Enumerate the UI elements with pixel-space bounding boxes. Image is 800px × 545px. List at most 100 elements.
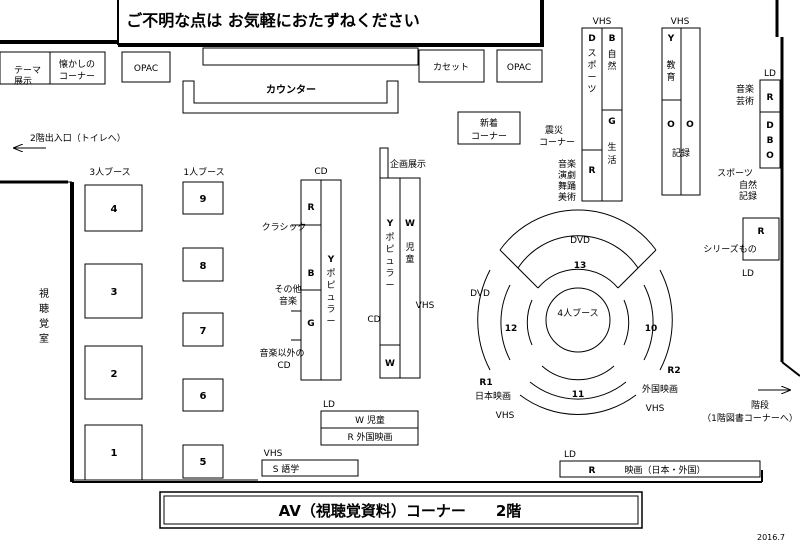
other-music-label-1: その他: [274, 283, 301, 295]
exhibit-pop-5: ー: [385, 281, 394, 291]
exhibit-letter-w: W: [405, 219, 415, 229]
ld-right-letter-d: D: [766, 121, 773, 131]
music-label-3: 舞踊: [558, 181, 576, 192]
single-booths: 9 8 7 6 5: [182, 181, 224, 479]
three-person-booth-label: 3人ブース: [89, 166, 130, 178]
av-room-char-1: 視: [39, 287, 49, 300]
classic-label: クラシック: [262, 222, 307, 233]
music-arts-2: 芸術: [736, 95, 754, 107]
exhibit-cd-label: CD: [367, 315, 380, 325]
theme-label-1: テーマ: [14, 65, 41, 76]
dvd-top-label: DVD: [570, 236, 590, 246]
booth-1: [84, 424, 143, 481]
exhibit-pop-1: ポ: [385, 232, 394, 243]
ld-right-letter-b: B: [767, 136, 774, 146]
vhs1-nature-2: 然: [607, 60, 616, 72]
booth-3-number: 3: [111, 287, 118, 298]
booth-7-number: 7: [200, 326, 207, 337]
music-label-1: 音楽: [558, 158, 576, 170]
dvd-12: 12: [505, 324, 518, 334]
vhs1-sports-4: ツ: [587, 85, 596, 95]
vhs-left-label: VHS: [496, 411, 515, 421]
booth-1-number: 1: [111, 448, 118, 459]
vhs2-letter-y: Y: [667, 34, 675, 44]
vhs1-life-1: 生: [607, 141, 616, 153]
cassette-shelf: [418, 49, 485, 83]
vhs1-letter-r: R: [589, 166, 596, 176]
non-music-label-1: 音楽以外の: [259, 347, 304, 359]
cd-pop-3: ュ: [326, 293, 335, 303]
foreign-film-label: 外国映画: [642, 383, 678, 395]
booth-9: [182, 181, 224, 215]
booth-8-number: 8: [200, 261, 207, 272]
exhibit-pop-4: ラ: [385, 268, 394, 279]
vhs2-edu-1: 教: [666, 59, 675, 71]
opac-label-right: OPAC: [507, 63, 531, 73]
exhibit-pop-3: ュ: [385, 257, 394, 267]
top-shelf: [202, 47, 419, 66]
exhibit-vhs-label: VHS: [416, 301, 435, 311]
vhs-language-shelf: VHS S 語学: [261, 449, 359, 477]
cd-pop-5: ー: [326, 317, 335, 327]
ld-series-ld: LD: [742, 269, 754, 279]
cd-shelf-header: CD: [314, 167, 327, 177]
stairs-label: 階段: [751, 399, 769, 411]
nostalgic-label-2: コーナー: [59, 71, 95, 82]
booth-5: [182, 444, 224, 479]
vhs-language-label: S 語学: [273, 463, 300, 475]
sports-nature-1: スポーツ: [717, 168, 753, 179]
booth-3: [84, 263, 143, 319]
cd-letter-g: G: [307, 319, 314, 329]
r2-label: R2: [667, 366, 680, 376]
exhibit-shelf-right: [399, 177, 421, 379]
av-room-char-2: 聴: [39, 303, 49, 315]
cd-letter-y: Y: [327, 255, 335, 265]
counter-desk: [182, 80, 399, 114]
cd-shelf-right: [320, 179, 342, 381]
three-person-booths: 4 3 2 1: [84, 184, 143, 481]
booth-4: [84, 184, 143, 232]
cd-letter-b: B: [308, 269, 315, 279]
booth-8: [182, 247, 224, 282]
help-banner: ご不明な点は お気軽におたずねください: [0, 0, 544, 47]
vhs-shelf-education: VHS Y 教 育 O O 記録: [661, 17, 701, 196]
vhs1-life-2: 活: [607, 154, 616, 166]
sports-nature-3: 記録: [739, 190, 757, 202]
vhs-shelf-2-header: VHS: [671, 17, 690, 27]
booth-2: [84, 345, 143, 400]
ld-bottom-letter: R: [589, 466, 596, 476]
ld-bottom-shelf: LD R 映画（日本・外国）: [559, 450, 761, 478]
exhibit-child-2: 童: [405, 253, 414, 265]
top-left-block: [0, 51, 106, 85]
cassette-label: カセット: [433, 62, 469, 73]
dvd-10: 10: [645, 324, 658, 334]
vhs1-letter-g: G: [608, 117, 615, 127]
booth-4-number: 4: [111, 204, 118, 215]
music-label-2: 演劇: [558, 169, 576, 181]
vhs1-sports-1: ス: [587, 49, 596, 59]
cd-pop-4: ラ: [326, 304, 335, 315]
series-label: シリーズもの: [703, 243, 757, 255]
theme-label-2: 展示: [14, 76, 32, 87]
new-arrivals-corner: [457, 111, 521, 145]
exhibit-letter-w-bottom: W: [385, 359, 395, 369]
vhs2-edu-2: 育: [666, 71, 675, 83]
stairs-sublabel: （1階図書コーナーへ）: [702, 412, 798, 424]
music-label-4: 美術: [558, 191, 576, 203]
exhibit-header: 企画展示: [390, 158, 426, 170]
opac-terminal-left: [121, 51, 171, 83]
exit-left-label: 2階出入口（トイレへ）: [30, 132, 126, 144]
single-booth-label: 1人ブース: [183, 166, 224, 178]
vhs1-sports-2: ポ: [587, 60, 596, 71]
other-music-label-2: 音楽: [279, 295, 297, 307]
sports-nature-2: 自然: [739, 179, 757, 191]
vhs-shelf-1-header: VHS: [593, 17, 612, 27]
dvd-left-label: DVD: [470, 289, 490, 299]
av-room-char-3: 覚: [39, 317, 49, 330]
booth-5-number: 5: [200, 457, 207, 468]
vhs2-letter-o1: O: [667, 120, 675, 130]
new-arrivals-label-1: 新着: [480, 117, 498, 129]
booth-6: [182, 378, 224, 412]
non-music-label-2: CD: [277, 361, 290, 371]
